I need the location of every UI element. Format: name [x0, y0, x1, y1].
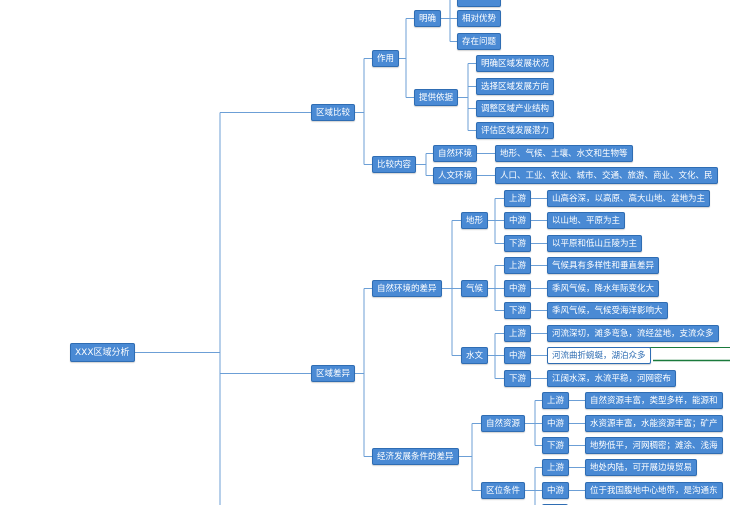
node-basis-structure[interactable]: 调整区域产业结构 — [476, 100, 555, 117]
node-terrain-downstream[interactable]: 下游 — [504, 235, 532, 252]
node-location-conditions[interactable]: 区位条件 — [481, 482, 526, 499]
node-region-comparison[interactable]: 区域比较 — [311, 104, 356, 121]
node-terrain-midstream-text[interactable]: 以山地、平原为主 — [547, 212, 626, 229]
node-location-midstream[interactable]: 中游 — [542, 482, 570, 499]
node-clarify[interactable]: 明确 — [414, 10, 442, 27]
node-resources-downstream-text[interactable]: 地势低平，河网稠密；滩涂、浅海 — [585, 437, 723, 454]
node-hydrology-upstream-text[interactable]: 河流深切，滩多弯急，流经盆地，支流众多 — [547, 325, 719, 342]
node-resources-upstream-text[interactable]: 自然资源丰富，类型多样，能源和 — [585, 392, 723, 409]
node-climate-midstream-text[interactable]: 季风气候，降水年际变化大 — [547, 280, 660, 297]
node-natural-resources[interactable]: 自然资源 — [481, 415, 526, 432]
node-compare-content[interactable]: 比较内容 — [372, 156, 417, 173]
node-hydrology-upstream[interactable]: 上游 — [504, 325, 532, 342]
node-clipped-top — [457, 0, 501, 7]
node-terrain-midstream[interactable]: 中游 — [504, 212, 532, 229]
node-hydrology-downstream[interactable]: 下游 — [504, 370, 532, 387]
node-provide-basis[interactable]: 提供依据 — [414, 89, 459, 106]
node-relative-advantage[interactable]: 相对优势 — [457, 10, 502, 27]
node-basis-potential[interactable]: 评估区域发展潜力 — [476, 122, 555, 139]
node-climate[interactable]: 气候 — [461, 280, 489, 297]
node-economic-difference[interactable]: 经济发展条件的差异 — [372, 448, 459, 465]
node-basis-status[interactable]: 明确区域发展状况 — [476, 55, 555, 72]
node-resources-midstream[interactable]: 中游 — [542, 415, 570, 432]
node-climate-downstream[interactable]: 下游 — [504, 302, 532, 319]
node-location-upstream-text[interactable]: 地处内陆，可开展边境贸易 — [585, 459, 698, 476]
node-human-environment-items[interactable]: 人口、工业、农业、城市、交通、旅游、商业、文化、民 — [495, 167, 718, 184]
node-hydrology[interactable]: 水文 — [461, 347, 489, 364]
node-resources-downstream[interactable]: 下游 — [542, 437, 570, 454]
node-climate-upstream[interactable]: 上游 — [504, 257, 532, 274]
node-terrain[interactable]: 地形 — [461, 212, 489, 229]
node-region-difference[interactable]: 区域差异 — [311, 365, 356, 382]
node-basis-direction[interactable]: 选择区域发展方向 — [476, 78, 555, 95]
node-terrain-upstream[interactable]: 上游 — [504, 190, 532, 207]
node-natural-difference[interactable]: 自然环境的差异 — [372, 280, 442, 297]
node-climate-downstream-text[interactable]: 季风气候，气候受海洋影响大 — [547, 302, 668, 319]
node-human-environment[interactable]: 人文环境 — [433, 167, 478, 184]
node-resources-upstream[interactable]: 上游 — [542, 392, 570, 409]
node-hydrology-midstream[interactable]: 中游 — [504, 347, 532, 364]
node-terrain-downstream-text[interactable]: 以平原和低山丘陵为主 — [547, 235, 643, 252]
node-terrain-upstream-text[interactable]: 山高谷深，以高原、高大山地、盆地为主 — [547, 190, 711, 207]
node-natural-environment[interactable]: 自然环境 — [433, 145, 478, 162]
node-location-upstream[interactable]: 上游 — [542, 459, 570, 476]
node-natural-environment-items[interactable]: 地形、气候、土壤、水文和生物等 — [495, 145, 633, 162]
node-hydrology-midstream-text[interactable]: 河流曲折蜿蜒，湖泊众多 — [547, 347, 651, 364]
node-existing-problems[interactable]: 存在问题 — [457, 33, 502, 50]
node-location-midstream-text[interactable]: 位于我国腹地中心地带，是沟通东 — [585, 482, 723, 499]
root-node[interactable]: XXX区域分析 — [70, 343, 135, 362]
node-climate-midstream[interactable]: 中游 — [504, 280, 532, 297]
node-climate-upstream-text[interactable]: 气候具有多样性和垂直差异 — [547, 257, 660, 274]
node-hydrology-downstream-text[interactable]: 江阔水深，水流平稳，河网密布 — [547, 370, 677, 387]
node-resources-midstream-text[interactable]: 水资源丰富，水能资源丰富；矿产 — [585, 415, 723, 432]
node-role[interactable]: 作用 — [372, 50, 400, 67]
